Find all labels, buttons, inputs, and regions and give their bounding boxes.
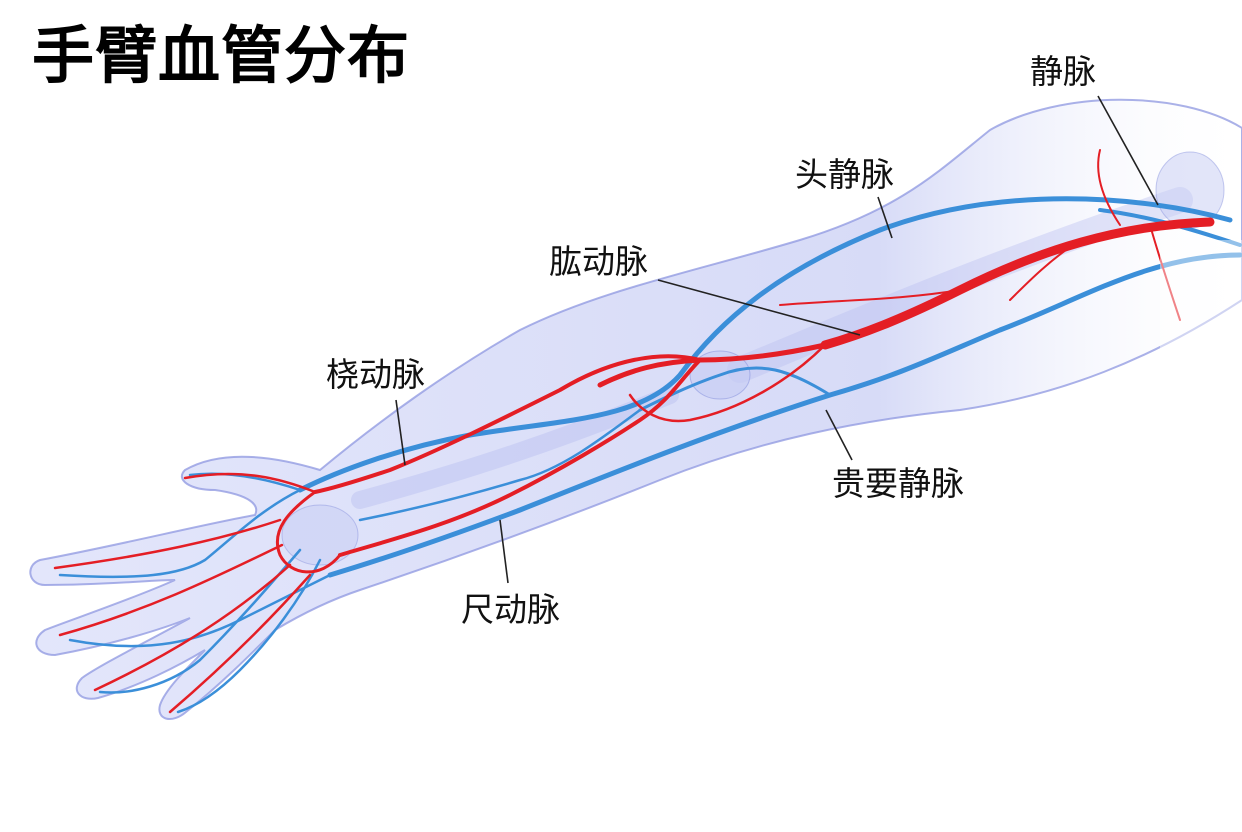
label-vein: 静脉 bbox=[1030, 52, 1096, 91]
label-ulnar-artery: 尺动脉 bbox=[461, 590, 560, 629]
brachial-artery-path bbox=[820, 217, 1215, 350]
finger-artery-1 bbox=[53, 518, 282, 570]
shoulder-fade bbox=[1160, 240, 1242, 360]
finger-artery-3 bbox=[93, 563, 292, 692]
elbow-branch-1 bbox=[628, 343, 827, 423]
arteries bbox=[53, 149, 1215, 714]
diagram-title: 手臂血管分布 bbox=[32, 19, 411, 92]
thumb-artery bbox=[183, 472, 317, 494]
basilic-vein-path bbox=[327, 252, 1242, 578]
thumb-vein bbox=[188, 472, 302, 492]
label-radial-artery: 桡动脉 bbox=[326, 355, 425, 394]
finger-artery-4 bbox=[168, 573, 312, 714]
leader-ulnar-artery bbox=[499, 519, 509, 584]
hand-vein-4 bbox=[176, 558, 322, 714]
radial-artery-path bbox=[313, 354, 702, 494]
label-basilic-vein: 贵要静脉 bbox=[832, 464, 964, 503]
leader-vein bbox=[1097, 95, 1159, 206]
leader-cephalic-vein bbox=[877, 196, 893, 239]
shoulder-branch-1 bbox=[1097, 149, 1121, 226]
shoulder-branch-3 bbox=[1009, 239, 1081, 301]
leader-lines bbox=[395, 95, 1159, 584]
palmar-arch bbox=[275, 490, 342, 574]
humerus-bone bbox=[727, 187, 1193, 383]
label-cephalic-vein: 头静脉 bbox=[795, 155, 894, 194]
arm-outline bbox=[29, 98, 1242, 721]
leader-radial-artery bbox=[395, 399, 406, 466]
ulnar-artery-path bbox=[338, 358, 702, 557]
veins bbox=[58, 196, 1242, 714]
upper-arm-branch bbox=[779, 289, 961, 306]
finger-artery-2 bbox=[58, 543, 284, 637]
forearm-bone bbox=[351, 386, 679, 509]
shoulder-branch-2 bbox=[1149, 224, 1181, 321]
leader-basilic-vein bbox=[825, 409, 853, 461]
leader-brachial-artery bbox=[657, 279, 861, 336]
label-brachial-artery: 肱动脉 bbox=[549, 242, 648, 281]
cephalic-vein-path bbox=[297, 196, 1233, 493]
hand-vein-1 bbox=[58, 488, 302, 579]
forearm-vein-1 bbox=[358, 408, 642, 522]
